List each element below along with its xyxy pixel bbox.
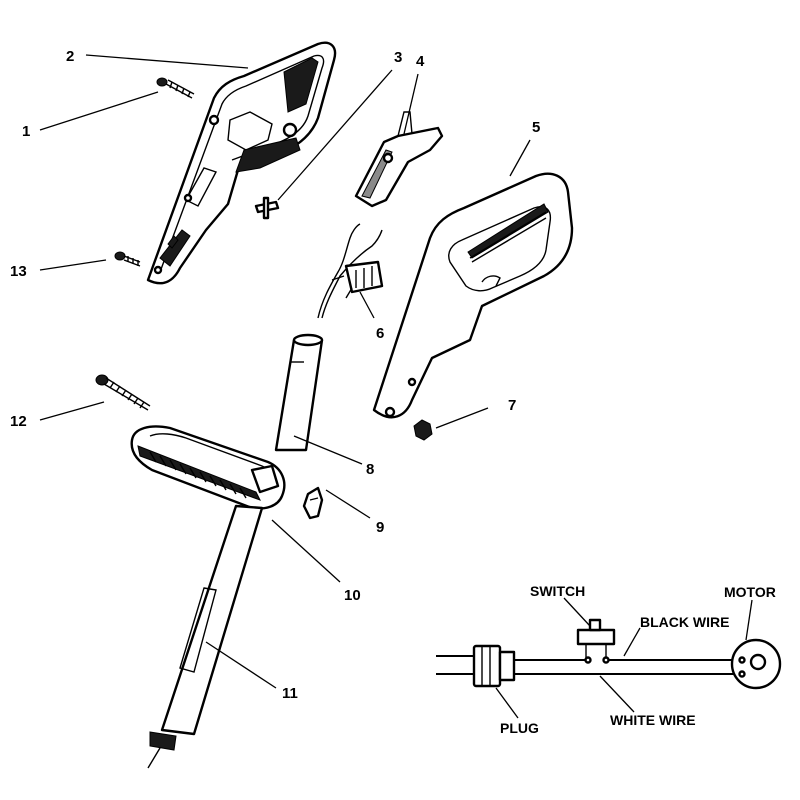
callout-6: 6 bbox=[376, 325, 384, 342]
callout-13: 13 bbox=[10, 263, 27, 280]
switch-symbol bbox=[576, 618, 616, 664]
motor-label: MOTOR bbox=[724, 584, 776, 600]
callout-9: 9 bbox=[376, 519, 384, 536]
white-wire-label: WHITE WIRE bbox=[610, 712, 696, 728]
part-2-left-housing bbox=[146, 41, 337, 285]
callout-3: 3 bbox=[394, 49, 402, 66]
part-6-switch-wires bbox=[317, 223, 384, 319]
callout-numbers: 1 2 3 4 5 6 7 8 9 10 11 12 13 bbox=[10, 48, 540, 702]
leader-lines bbox=[39, 54, 531, 689]
part-10-grip bbox=[130, 425, 286, 510]
part-11-lower-shaft bbox=[147, 504, 264, 769]
callout-10: 10 bbox=[344, 587, 361, 604]
callout-8: 8 bbox=[366, 461, 374, 478]
plug-body bbox=[472, 644, 516, 688]
part-5-right-housing bbox=[372, 172, 574, 419]
part-13-screw bbox=[114, 251, 141, 267]
callout-12: 12 bbox=[10, 413, 27, 430]
wiring-diagram: SWITCH MOTOR BLACK WIRE WHITE WIRE PLUG bbox=[436, 583, 782, 736]
callout-2: 2 bbox=[66, 48, 74, 65]
part-1-screw bbox=[156, 77, 195, 99]
callout-11: 11 bbox=[282, 685, 298, 702]
part-8-upper-shaft bbox=[274, 333, 324, 452]
callout-4: 4 bbox=[416, 53, 425, 70]
part-4-trigger bbox=[354, 111, 444, 208]
part-7-nut bbox=[413, 419, 433, 441]
callout-1: 1 bbox=[22, 123, 30, 140]
callout-5: 5 bbox=[532, 119, 540, 136]
plug-label: PLUG bbox=[500, 720, 539, 736]
part-9-clip bbox=[302, 486, 324, 520]
black-wire-label: BLACK WIRE bbox=[640, 614, 729, 630]
part-12-bolt bbox=[95, 374, 151, 411]
part-3-switch-pin bbox=[254, 196, 280, 220]
motor-symbol bbox=[730, 638, 782, 690]
switch-label: SWITCH bbox=[530, 583, 585, 599]
callout-7: 7 bbox=[508, 397, 516, 414]
